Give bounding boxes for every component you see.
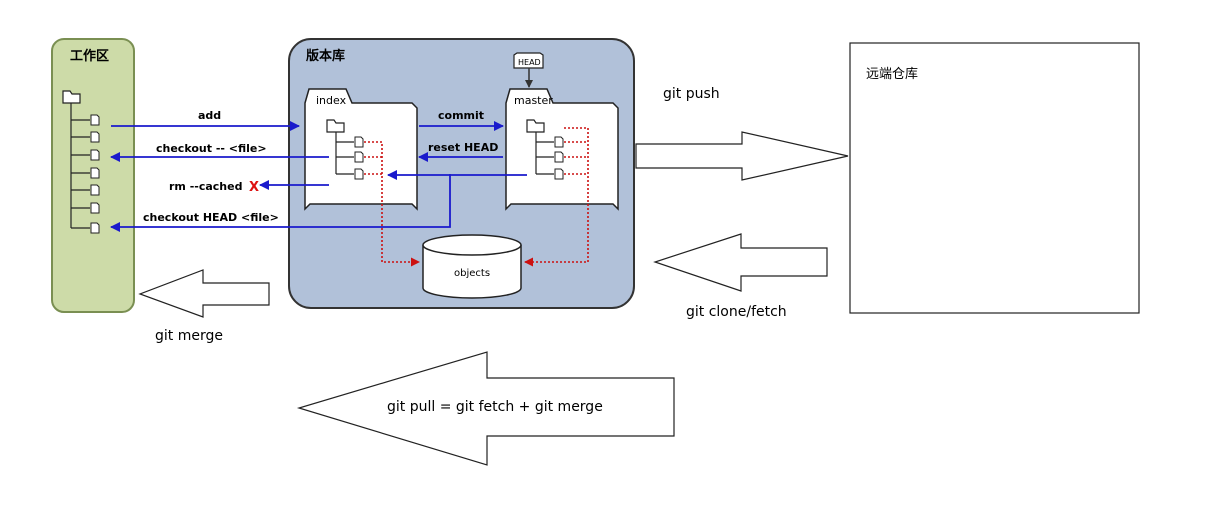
repository-title: 版本库 — [306, 48, 345, 64]
head-tag-label: HEAD — [518, 58, 541, 67]
file-icon — [354, 168, 364, 180]
objects-store: objects — [422, 234, 522, 299]
file-icon — [354, 136, 364, 148]
file-icon — [90, 167, 100, 179]
index-label: index — [316, 94, 347, 107]
file-icon — [554, 151, 564, 163]
git-push-arrow — [635, 131, 849, 181]
file-icon — [354, 151, 364, 163]
reset-head-label: reset HEAD — [428, 141, 498, 154]
file-icon — [554, 136, 564, 148]
git-clone-fetch-arrow — [653, 233, 828, 292]
file-icon — [90, 202, 100, 214]
rm-cached-label: rm --cached — [169, 180, 242, 193]
file-icon — [90, 184, 100, 196]
objects-label: objects — [454, 268, 490, 279]
git-merge-label: git merge — [155, 328, 223, 344]
file-icon — [554, 168, 564, 180]
folder-icon — [62, 90, 81, 104]
add-label: add — [198, 109, 221, 122]
checkout-head-label: checkout HEAD <file> — [143, 211, 279, 224]
file-icon — [90, 149, 100, 161]
checkout-file-label: checkout -- <file> — [156, 142, 267, 155]
checkout-head-arrow — [110, 174, 451, 232]
master-card: master — [505, 88, 619, 211]
commit-label: commit — [438, 109, 484, 122]
rm-cached-cross: X — [249, 180, 259, 195]
object-links — [364, 127, 589, 267]
file-icon — [90, 131, 100, 143]
git-pull-label: git pull = git fetch + git merge — [387, 399, 603, 415]
git-merge-arrow — [138, 269, 270, 318]
file-icon — [90, 222, 100, 234]
git-pull-arrow — [296, 351, 675, 466]
command-arrows — [110, 121, 527, 232]
file-icon — [90, 114, 100, 126]
folder-icon — [326, 119, 345, 133]
workspace-file-tree — [70, 103, 90, 229]
workspace-panel: 工作区 — [51, 38, 135, 313]
folder-icon — [526, 119, 545, 133]
git-clone-fetch-label: git clone/fetch — [686, 304, 787, 320]
repository-panel: 版本库 index master — [288, 38, 635, 309]
git-push-label: git push — [663, 86, 720, 102]
master-label: master — [514, 94, 553, 107]
index-card: index — [304, 88, 418, 211]
workspace-title: 工作区 — [70, 48, 109, 64]
remote-title: 远端仓库 — [866, 66, 918, 82]
remote-repository: 远端仓库 — [849, 42, 1140, 314]
head-pointer: HEAD — [513, 52, 544, 88]
